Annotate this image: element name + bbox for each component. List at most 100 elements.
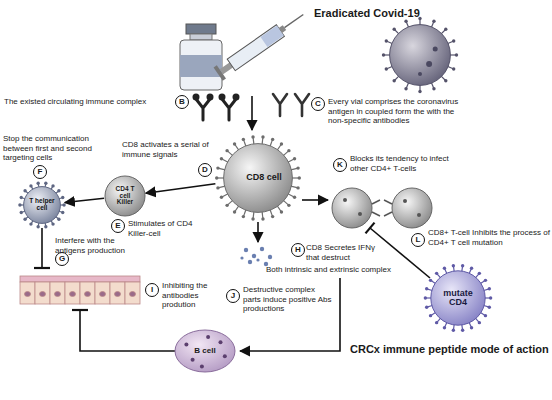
tissue-cells	[20, 276, 140, 282]
cell-spike-knob	[36, 225, 39, 228]
cell-spike-knob	[455, 53, 458, 56]
cell-spike-knob	[280, 142, 283, 145]
cell-spike-knob	[425, 305, 428, 308]
tissue-cells	[110, 282, 125, 304]
cell-body	[431, 271, 485, 325]
cell-spike-knob	[452, 329, 455, 332]
b-cell-granule	[191, 358, 195, 362]
cell-spike-knob	[488, 305, 491, 308]
bound-antigen	[193, 94, 240, 101]
immune-complex-antibody	[196, 99, 210, 120]
cell-spike-knob	[296, 186, 299, 189]
cell-spike-knob	[429, 279, 432, 282]
ifn-gamma-dots	[252, 254, 256, 258]
cell-spike-knob	[393, 28, 396, 31]
cell-spike-knob	[280, 210, 283, 213]
cell-name: B cell	[194, 347, 215, 355]
cell-spike-knob	[478, 272, 481, 275]
letter-circle	[199, 164, 212, 177]
cell-spike-knob	[444, 28, 447, 31]
tissue-cells	[65, 282, 80, 304]
cell-spike-knob	[298, 176, 301, 179]
letter-circle	[34, 166, 47, 179]
cell-spike-knob	[29, 184, 32, 187]
flow-arrow	[302, 199, 328, 201]
syringe	[214, 8, 308, 81]
cd4-target-cell	[332, 188, 432, 228]
cell-spike-knob	[287, 204, 290, 207]
callout-letter: J	[226, 289, 240, 303]
annotation-text: Every vial comprises the coronavirus ant…	[328, 97, 468, 126]
non-specific-antibody	[273, 94, 287, 116]
callout-letter-text: I	[151, 286, 153, 294]
cell-spike-knob	[444, 79, 447, 82]
cell-spike-knob	[443, 267, 446, 270]
flow-arrow	[251, 96, 253, 130]
cell-body	[24, 187, 61, 224]
bound-antigen	[207, 94, 214, 101]
callout-letter: L	[411, 233, 425, 247]
vial	[186, 24, 216, 34]
callout-letter: B	[175, 95, 189, 109]
cell-spike-knob	[220, 195, 223, 198]
syringe	[284, 14, 303, 27]
letter-circle	[334, 159, 347, 172]
cell-spike-knob	[443, 326, 446, 329]
b-cell-granule	[219, 340, 223, 344]
cell-spike-knob	[61, 211, 64, 214]
callout-letter-text: D	[202, 166, 208, 174]
cell-spike-knob	[461, 329, 464, 332]
b-cell-granule	[184, 342, 188, 346]
letter-circle	[176, 96, 189, 109]
cell-spike-knob	[293, 157, 296, 160]
letter-circle	[227, 290, 240, 303]
cd8-cell: CD8 cell	[215, 135, 301, 221]
cell-spike-knob	[216, 186, 219, 189]
ifn-gamma-dots	[240, 247, 272, 266]
figure-caption: CRCx immune peptide mode of action	[350, 343, 549, 356]
cell-spike-knob	[62, 203, 65, 206]
cell-spike-knob	[271, 138, 274, 141]
cell-body	[105, 176, 145, 216]
letter-circle	[292, 244, 305, 257]
cell-spike-knob	[220, 157, 223, 160]
cell-spike-knob	[23, 189, 26, 192]
letter-circle	[412, 234, 425, 247]
non-specific-antibody	[295, 94, 309, 116]
annotation-text: Both intrinsic and extrinsic complex	[266, 265, 391, 275]
cell-spike-knob	[385, 39, 388, 42]
cell-spike-knob	[470, 267, 473, 270]
inhibition-line	[80, 310, 175, 351]
cell-spike-knob	[425, 287, 428, 290]
inhibition-line	[240, 278, 340, 351]
callout-letter: F	[33, 165, 47, 179]
cell-spike-knob	[18, 203, 21, 206]
cell-spike-knob	[61, 196, 64, 199]
flow-arrow	[257, 222, 259, 242]
inhibition-line	[41, 228, 43, 268]
cell-spike-knob	[287, 149, 290, 152]
cell-spike-knob	[29, 222, 32, 225]
cell-spike-knob	[385, 67, 388, 70]
node-outline	[382, 17, 458, 93]
inhibition-line	[72, 309, 88, 311]
ifn-gamma-dots	[244, 248, 248, 252]
callout-letter: D	[198, 163, 212, 177]
cell-spike-knob	[418, 90, 421, 93]
callout-letter-text: K	[337, 161, 343, 169]
callout-letter-text: B	[179, 98, 185, 106]
tissue-cells	[50, 282, 65, 304]
cell-spike-knob	[57, 189, 60, 192]
cell-spike-knob	[225, 149, 228, 152]
tissue-cells	[115, 292, 121, 297]
cd4-target-cell	[392, 188, 432, 228]
cell-spike-knob	[271, 215, 274, 218]
bound-antigen	[219, 94, 226, 101]
tissue-cells	[70, 292, 76, 297]
tissue-cells	[80, 282, 95, 304]
cell-spike-knob	[216, 166, 219, 169]
callout-letter-text: E	[115, 222, 120, 230]
annotation-text: Blocks its tendency to infect other CD4+…	[350, 154, 468, 173]
inhibition-line	[34, 223, 430, 351]
